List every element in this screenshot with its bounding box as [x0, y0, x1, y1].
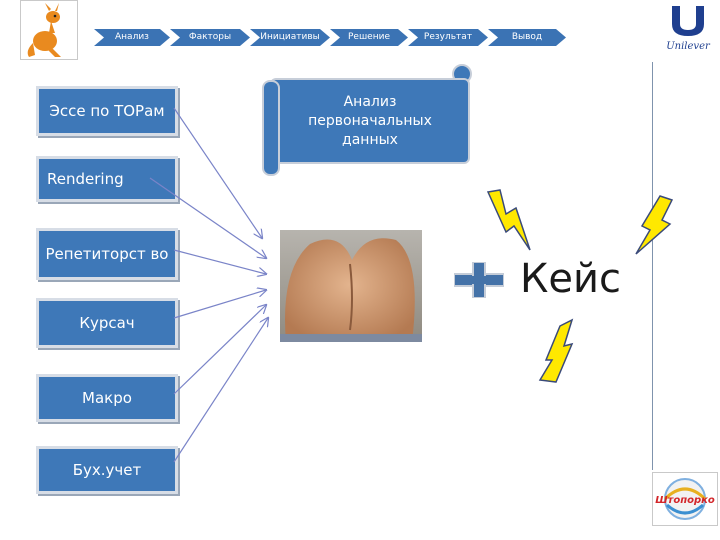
- arrow-kursach: [173, 290, 266, 319]
- step-rezultat[interactable]: Результат: [408, 29, 488, 46]
- step-faktory[interactable]: Факторы: [170, 29, 250, 46]
- arrow-esse: [173, 107, 262, 238]
- source-box-repetitorstvo[interactable]: Репетиторст во: [36, 228, 178, 280]
- step-initsiativy[interactable]: Инициативы: [250, 29, 330, 46]
- source-box-rendering[interactable]: Rendering: [36, 156, 178, 202]
- kangaroo-logo: [20, 0, 78, 60]
- unilever-wordmark: Unilever: [666, 41, 711, 52]
- step-vyvod[interactable]: Вывод: [488, 29, 566, 46]
- center-photo: [280, 230, 422, 342]
- right-divider: [652, 62, 653, 470]
- step-reshenie[interactable]: Решение: [330, 29, 408, 46]
- plus-icon: [454, 262, 504, 298]
- source-box-esse[interactable]: Эссе по TOPам: [36, 86, 178, 136]
- arrow-buhuchet: [173, 318, 268, 463]
- scroll-text: Анализ первоначальных данных: [308, 93, 432, 148]
- unilever-logo: Unilever: [662, 2, 714, 52]
- source-box-kursach[interactable]: Курсач: [36, 298, 178, 348]
- lightning-icon-2: [635, 195, 674, 255]
- source-box-buhuchet[interactable]: Бух.учет: [36, 446, 178, 494]
- source-box-makro[interactable]: Макро: [36, 374, 178, 422]
- step-analiz[interactable]: Анализ: [94, 29, 170, 46]
- lightning-icon-1: [486, 189, 531, 251]
- arrow-makro: [173, 305, 266, 395]
- scroll-roll-left: [262, 80, 280, 176]
- arrow-repetitorstvo: [173, 249, 266, 274]
- brand-wordmark: Штопорко: [655, 495, 715, 506]
- brand-logo-bottom: Штопорко: [652, 472, 718, 526]
- keis-label: Кейс: [520, 256, 621, 302]
- lightning-icon-3: [538, 318, 574, 383]
- scroll-banner: Анализ первоначальных данных: [270, 78, 470, 164]
